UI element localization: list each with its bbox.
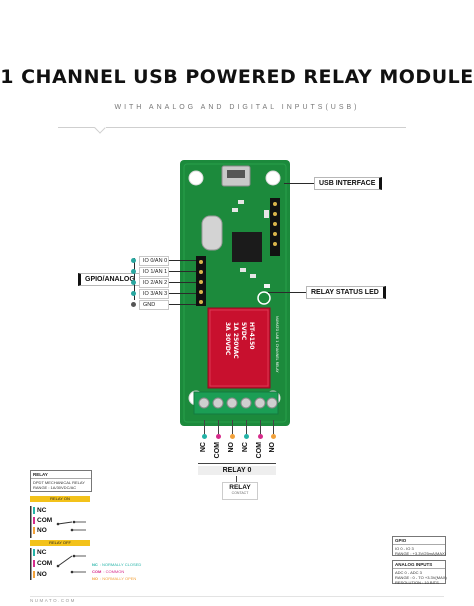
analog-info-line-0: ADC 0 - ADC 3: [395, 570, 422, 575]
terminal-dot: [258, 434, 263, 439]
divider-right: [106, 127, 406, 128]
gpio-pin-dot: [131, 258, 136, 263]
gpio-info-line-0: IO 0 - IO 3: [395, 546, 414, 551]
relay-off-com: COM: [33, 560, 52, 567]
relay-marking-0: HT-4150: [248, 322, 255, 349]
divider-notch: [94, 122, 106, 134]
relay0-line: [198, 463, 276, 464]
relay-module-board: HT-4150 5VDC 1A 250VAC 3A 30VDC NUMATO L…: [180, 160, 290, 426]
analog-info-box: ANALOG INPUTS ADC 0 - ADC 3 RANGE : 0 - …: [392, 560, 447, 585]
terminal-stem: [273, 420, 274, 434]
relay-contact-box: RELAY CONTACT: [222, 482, 258, 500]
terminal-dot: [202, 434, 207, 439]
terminal-label: NO: [269, 442, 276, 453]
gpio-pin-dot: [131, 269, 136, 274]
relay-marking-3: 3A 30VDC: [224, 322, 231, 356]
page-subtitle: WITH ANALOG AND DIGITAL INPUTS(USB): [114, 104, 360, 111]
legend-abbr: NO: [92, 576, 98, 581]
relay-on-com: COM: [33, 517, 52, 524]
terminal-label: COM: [214, 442, 221, 459]
legend-abbr: NC: [92, 562, 98, 567]
relay-info-line-0: DPDT MECHANICAL RELAY: [33, 480, 85, 485]
footer-divider: [30, 596, 444, 597]
terminal-stem: [204, 420, 205, 434]
relay-block: [207, 307, 271, 389]
relay-off-label: RELAY OFF: [49, 540, 71, 545]
terminal-dot: [271, 434, 276, 439]
microcontroller-chip: [232, 232, 262, 262]
gpio-pin-leader: [169, 304, 196, 305]
gpio-pin-leader: [169, 282, 196, 283]
usb-leader: [284, 183, 316, 184]
legend-row: COM: COMMON: [92, 568, 141, 575]
gpio-pin-label: IO 1/AN 1: [139, 267, 169, 277]
terminal-stem: [218, 420, 219, 434]
relay-status-led-callout: RELAY STATUS LED: [306, 286, 386, 299]
terminal-dot: [230, 434, 235, 439]
led-leader: [268, 292, 306, 293]
relay-on-nc: NC: [33, 507, 46, 514]
gpio-info-box: GPIO IO 0 - IO 3 RANGE : +3.3V/25mA(MAX): [392, 536, 446, 556]
relay-contact-title: RELAY: [229, 484, 251, 491]
relay-on-switch-diagram: [30, 506, 86, 538]
terminal-label: NC: [200, 442, 207, 453]
legend-text: : COMMON: [103, 569, 125, 574]
legend-text: : NORMALLY CLOSED: [99, 562, 142, 567]
pcb-marking: NUMATO LAB 1 CHANNEL RELAY: [275, 316, 279, 373]
gpio-analog-callout: GPIO/ANALOG: [78, 273, 140, 286]
footer-brand: NUMATO.COM: [30, 598, 76, 603]
gpio-pin-label: IO 2/AN 2: [139, 278, 169, 288]
relay-info-header: RELAY: [31, 471, 91, 479]
terminal-label: COM: [256, 442, 263, 459]
legend-abbr: COM: [92, 569, 102, 574]
terminal-stem: [246, 420, 247, 434]
gpio-pin-label: GND: [139, 300, 169, 310]
terminal-stem: [232, 420, 233, 434]
gpio-pin-leader: [169, 293, 196, 294]
legend-text: : NORMALLY OPEN: [100, 576, 137, 581]
relay-info-line-1: RANGE : 1A/30VDC/AC: [33, 485, 77, 490]
terminal-dot: [244, 434, 249, 439]
gpio-pin-dot: [131, 302, 136, 307]
relay-on-bar: RELAY ON: [30, 496, 90, 502]
page-title: 1 CHANNEL USB POWERED RELAY MODULE: [0, 66, 474, 88]
terminal-stem: [260, 420, 261, 434]
analog-info-line-2: RESOLUTION : 10 BITS: [395, 580, 439, 585]
gpio-pin-leader: [169, 260, 196, 261]
gpio-pin-dot: [131, 280, 136, 285]
gpio-info-header: GPIO: [393, 537, 445, 545]
legend-row: NC: NORMALLY CLOSED: [92, 561, 141, 568]
gpio-pin-dot: [131, 291, 136, 296]
relay-contact-subtitle: CONTACT: [231, 491, 249, 495]
gpio-bracket: [134, 258, 135, 300]
relay-marking-1: 5VDC: [240, 322, 247, 341]
relay-off-switch-diagram: [30, 548, 86, 580]
relay-on-no: NO: [33, 527, 47, 534]
relay-on-label: RELAY ON: [50, 496, 70, 501]
terminal-label: NC: [242, 442, 249, 453]
status-led: [264, 284, 270, 288]
analog-info-line-1: RANGE : 0 - TO +3.3V(MAX): [395, 575, 447, 580]
relay-marking-2: 1A 250VAC: [232, 322, 239, 359]
relay-off-no: NO: [33, 571, 47, 578]
usb-interface-callout: USB INTERFACE: [314, 177, 383, 190]
gpio-pin-label: IO 0/AN 0: [139, 256, 169, 266]
gpio-pin-label: IO 3/AN 3: [139, 289, 169, 299]
relay0-label: RELAY 0: [198, 466, 276, 475]
gpio-pin-leader: [169, 271, 196, 272]
relay-info-box: RELAY DPDT MECHANICAL RELAY RANGE : 1A/3…: [30, 470, 92, 492]
relay-off-nc: NC: [33, 549, 46, 556]
relay0-connector: [236, 476, 237, 482]
divider-left: [58, 127, 100, 128]
gpio-info-line-1: RANGE : +3.3V/25mA(MAX): [395, 551, 447, 556]
terminal-label: NO: [228, 442, 235, 453]
legend-row: NO: NORMALLY OPEN: [92, 575, 141, 582]
relay-off-bar: RELAY OFF: [30, 540, 90, 546]
terminal-dot: [216, 434, 221, 439]
analog-info-header: ANALOG INPUTS: [393, 561, 445, 569]
